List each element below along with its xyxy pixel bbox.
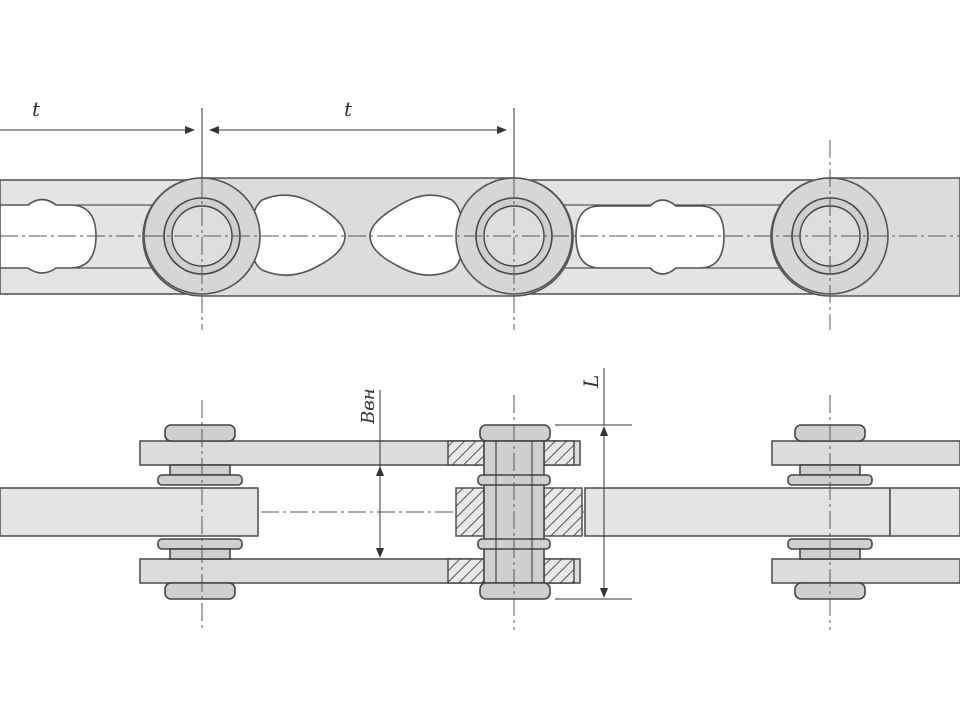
pin-side-2-section bbox=[447, 424, 583, 600]
top-view: t t bbox=[0, 97, 960, 330]
side-view: Bвн L bbox=[0, 368, 960, 630]
pin-length-label: L bbox=[579, 375, 603, 389]
inner-plate-side-right bbox=[584, 487, 891, 537]
slot-right-middle bbox=[575, 199, 725, 275]
pitch-label-right: t bbox=[344, 97, 353, 121]
inner-plate-side-left bbox=[0, 487, 259, 537]
inner-width-label: Bвн bbox=[358, 388, 379, 425]
pitch-label-left: t bbox=[32, 97, 41, 121]
pin-side-1 bbox=[157, 424, 243, 600]
